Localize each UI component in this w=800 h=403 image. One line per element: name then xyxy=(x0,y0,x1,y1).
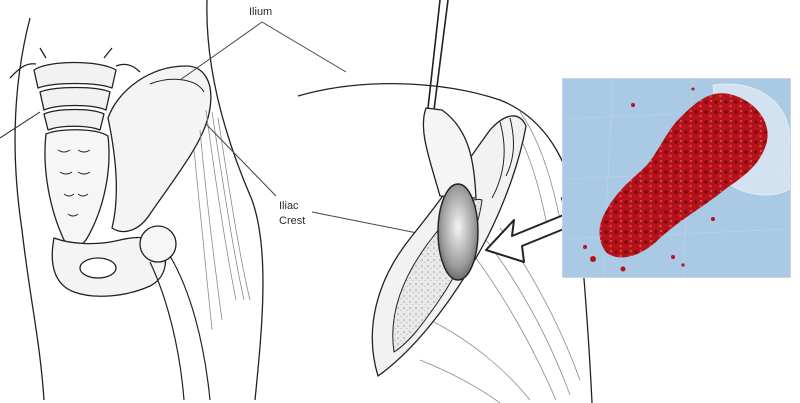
iliac-crest-label-line2: Crest xyxy=(279,214,305,229)
curette-shaft xyxy=(423,108,476,198)
harvest-site-illustration xyxy=(298,0,592,403)
body-outline-mid xyxy=(207,0,263,400)
pelvis-illustration xyxy=(0,0,263,400)
bone-graft-photo xyxy=(562,78,791,278)
thigh-muscle xyxy=(194,110,250,330)
curette-spoon xyxy=(438,184,478,280)
obturator-foramen xyxy=(80,258,116,278)
iliac-crest-label-line1: Iliac xyxy=(279,199,305,214)
iliac-crest-label: Iliac Crest xyxy=(279,199,305,229)
leader-lines xyxy=(180,22,432,236)
curette-handle xyxy=(428,0,448,110)
ilium-wing xyxy=(108,66,211,232)
ilium-label: Ilium xyxy=(249,5,272,20)
sacrum xyxy=(45,130,109,246)
